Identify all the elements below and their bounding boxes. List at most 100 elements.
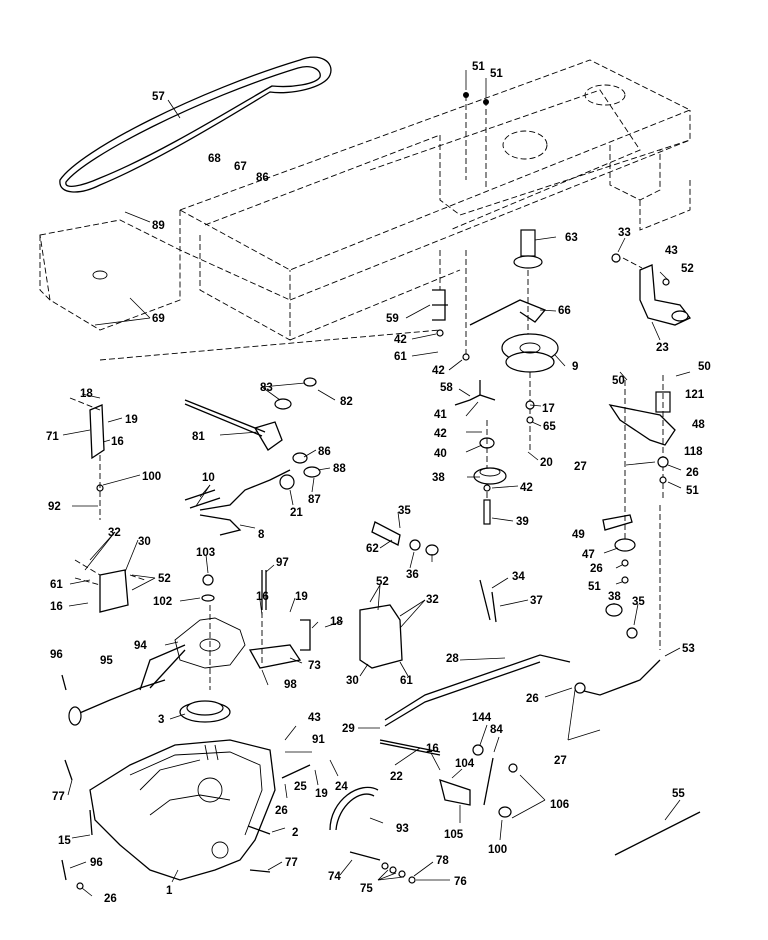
- callout-17: 17: [542, 403, 555, 415]
- callout-61c: 61: [400, 675, 413, 687]
- callout-25: 25: [294, 781, 307, 793]
- callout-59: 59: [386, 313, 399, 325]
- callout-labels: 57 51 51 68 67 86 89 69 63 33 43 52 59 6…: [46, 61, 711, 905]
- callout-50a: 50: [612, 375, 625, 387]
- clutch-rod: [469, 299, 547, 326]
- main-rod: [384, 654, 571, 727]
- callout-78: 78: [436, 855, 449, 867]
- steering-shaft: [184, 377, 321, 478]
- clutch-bracket: [432, 289, 448, 321]
- callout-19a: 19: [125, 414, 138, 426]
- link-34: [479, 579, 491, 621]
- callout-39: 39: [516, 516, 529, 528]
- callout-77a: 77: [52, 791, 65, 803]
- shift-lever: [68, 644, 186, 726]
- callout-98: 98: [284, 679, 297, 691]
- transmission: [89, 739, 276, 881]
- callout-27b: 27: [554, 755, 567, 767]
- callout-49: 49: [572, 529, 585, 541]
- callout-92: 92: [48, 501, 61, 513]
- callout-65: 65: [543, 421, 556, 433]
- callout-88: 88: [333, 463, 346, 475]
- frame-bolts: [463, 92, 489, 190]
- callout-40: 40: [434, 448, 447, 460]
- callout-62: 62: [366, 543, 379, 555]
- callout-51a: 51: [472, 61, 485, 73]
- bolt-77a: [64, 759, 73, 781]
- callout-29: 29: [342, 723, 355, 735]
- spring-25: [281, 764, 311, 779]
- callout-42c: 42: [434, 428, 447, 440]
- callout-36: 36: [406, 569, 419, 581]
- callout-20: 20: [540, 457, 553, 469]
- callout-42d: 42: [520, 482, 533, 494]
- control-lever: [184, 469, 295, 536]
- callout-10: 10: [202, 472, 215, 484]
- callout-2: 2: [292, 827, 298, 839]
- callout-26e: 26: [104, 893, 117, 905]
- callout-118: 118: [684, 446, 703, 458]
- parking-rod: [261, 570, 267, 665]
- callout-38a: 38: [432, 472, 445, 484]
- callout-42a: 42: [394, 334, 407, 346]
- tractor-frame: [39, 59, 692, 341]
- rod-22: [379, 739, 441, 756]
- callout-105: 105: [444, 829, 464, 841]
- callout-86a: 86: [256, 172, 269, 184]
- center-plate: [359, 604, 403, 669]
- callout-58: 58: [440, 382, 453, 394]
- bolt-15: [89, 809, 93, 836]
- right-bracket-assembly: [602, 253, 692, 650]
- callout-73: 73: [308, 660, 321, 672]
- callout-96b: 96: [90, 857, 103, 869]
- leader-lines: [62, 70, 691, 897]
- callout-26b: 26: [590, 563, 603, 575]
- callout-35b: 35: [632, 596, 645, 608]
- callout-77b: 77: [285, 857, 298, 869]
- spacer-tube: [371, 521, 439, 556]
- callout-51b: 51: [490, 68, 503, 80]
- callout-33: 33: [618, 227, 631, 239]
- callout-26a: 26: [686, 467, 699, 479]
- callout-67: 67: [234, 161, 247, 173]
- idler-pulley: [473, 420, 507, 525]
- callout-50b: 50: [698, 361, 711, 373]
- callout-19c: 19: [315, 788, 328, 800]
- callout-37: 37: [530, 595, 543, 607]
- pin-96b: [61, 859, 67, 881]
- hose-93: [329, 786, 379, 831]
- callout-96a: 96: [50, 649, 63, 661]
- callout-47: 47: [582, 549, 595, 561]
- callout-94: 94: [134, 640, 147, 652]
- callout-81: 81: [192, 431, 205, 443]
- callout-34: 34: [512, 571, 525, 583]
- callout-83: 83: [260, 382, 273, 394]
- callout-35a: 35: [398, 505, 411, 517]
- callout-144: 144: [472, 712, 492, 724]
- callout-52c: 52: [376, 576, 389, 588]
- callout-19b: 19: [295, 591, 308, 603]
- left-bracket: [69, 397, 105, 520]
- transmission-pulley: [179, 700, 231, 723]
- return-rod: [574, 659, 661, 696]
- callout-16b: 16: [50, 601, 63, 613]
- callout-103: 103: [196, 547, 215, 559]
- engine-pulley-stack: [501, 229, 559, 450]
- pin-96a: [61, 674, 67, 691]
- callout-43b: 43: [308, 712, 321, 724]
- callout-89: 89: [152, 220, 165, 232]
- callout-51c: 51: [686, 485, 699, 497]
- callout-30b: 30: [346, 675, 359, 687]
- callout-22: 22: [390, 771, 403, 783]
- callout-18b: 18: [330, 616, 343, 628]
- callout-32a: 32: [108, 527, 121, 539]
- callout-52a: 52: [681, 263, 694, 275]
- drive-belt: [59, 56, 332, 193]
- callout-68: 68: [208, 153, 221, 165]
- callout-38b: 38: [608, 591, 621, 603]
- link-rod: [454, 394, 496, 406]
- callout-18a: 18: [80, 388, 93, 400]
- callout-48: 48: [692, 419, 705, 431]
- callout-61b: 61: [50, 579, 63, 591]
